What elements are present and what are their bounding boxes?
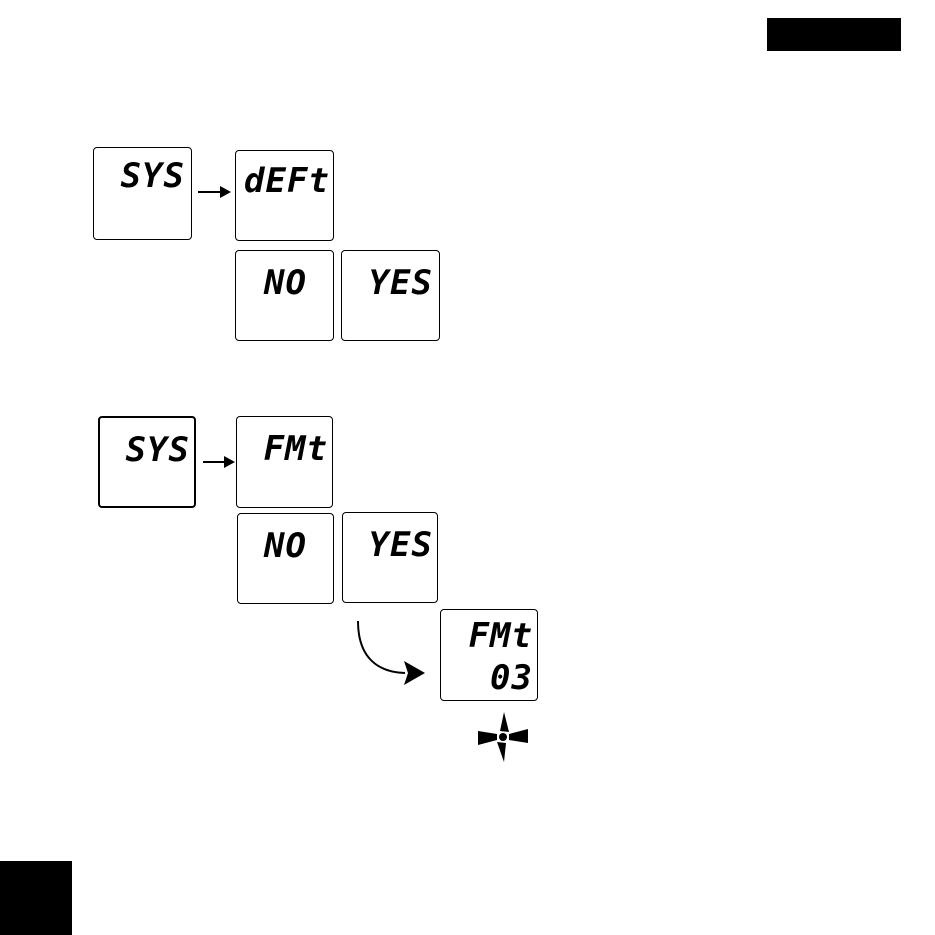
spinner-icon xyxy=(478,712,528,762)
right-arrow-icon xyxy=(203,456,235,468)
right-arrow-icon xyxy=(198,186,231,198)
curved-arrow-icon xyxy=(358,621,425,685)
